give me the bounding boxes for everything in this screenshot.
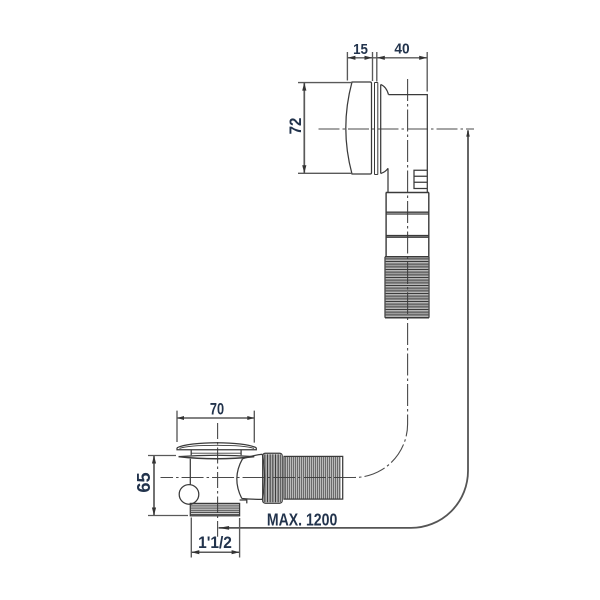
svg-text:65: 65 — [134, 472, 154, 492]
svg-text:MAX. 1200: MAX. 1200 — [267, 509, 338, 529]
svg-text:40: 40 — [394, 41, 409, 58]
svg-text:1'1/2: 1'1/2 — [198, 534, 232, 552]
svg-text:15: 15 — [353, 41, 368, 58]
svg-text:70: 70 — [210, 400, 224, 418]
svg-text:72: 72 — [286, 118, 305, 135]
